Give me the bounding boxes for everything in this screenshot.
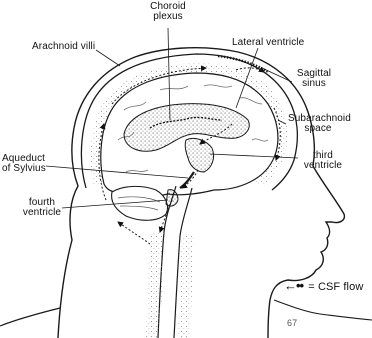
label-lateral-ventricle: Lateral ventricle — [232, 38, 304, 48]
label-sagittal-sinus-line2: sinus — [294, 79, 334, 89]
label-choroid-plexus: Choroid plexus — [148, 2, 188, 22]
figure-number: 67 — [287, 318, 297, 328]
legend-text: = CSF flow — [308, 281, 363, 293]
label-aqueduct-line2: of Sylvius — [2, 164, 46, 174]
label-subarachnoid-space-line2: space — [288, 124, 348, 134]
dotted-arrow-icon: ←•• — [284, 278, 303, 293]
label-third-ventricle-line2: ventricle — [300, 161, 346, 171]
label-fourth-ventricle: fourth ventricle — [22, 198, 62, 218]
label-third-ventricle: third ventricle — [300, 151, 346, 171]
label-fourth-ventricle-line2: ventricle — [22, 208, 62, 218]
label-subarachnoid-space: Subarachnoid space — [288, 114, 348, 134]
csf-flow-legend: ←•• = CSF flow — [284, 281, 363, 292]
label-sagittal-sinus: Sagittal sinus — [294, 69, 334, 89]
label-aqueduct-of-sylvius: Aqueduct of Sylvius — [2, 154, 46, 174]
label-choroid-plexus-line2: plexus — [148, 12, 188, 22]
label-arachnoid-villi: Arachnoid villi — [32, 42, 95, 52]
